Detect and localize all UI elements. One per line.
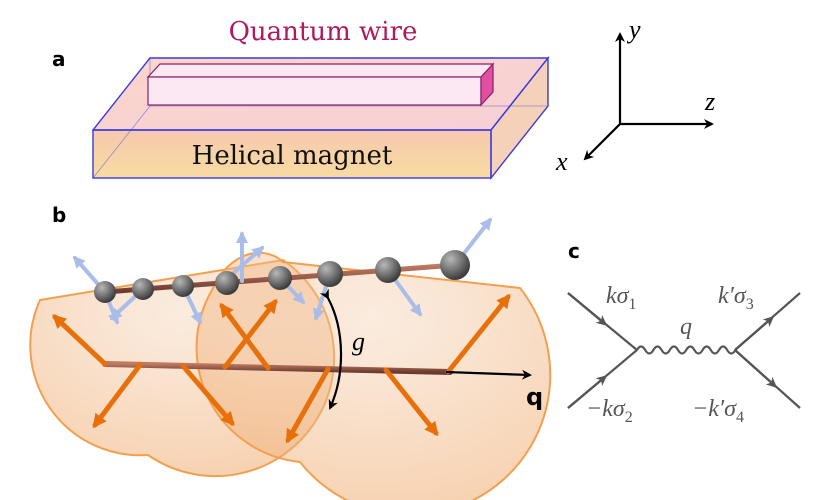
- wavevector-arrow: [445, 369, 532, 380]
- magnet-spin-arrow: [52, 314, 108, 367]
- svg-text:−k′σ4: −k′σ4: [692, 396, 744, 426]
- label-in-top-sub: 1: [629, 296, 637, 313]
- panel-a: a Quantum wire Helical magnet y z: [52, 15, 715, 181]
- label-in-top: kσ: [606, 283, 630, 309]
- helix-disc-right: [195, 251, 552, 500]
- label-out-top-sub: 3: [746, 296, 754, 313]
- fermion-arrow-out-top: [734, 316, 775, 351]
- atom: [172, 275, 194, 297]
- feynman-diagram: [567, 292, 801, 409]
- atom: [375, 257, 401, 283]
- x-axis-label: x: [555, 147, 568, 176]
- fermion-arrow-in-top: [567, 292, 608, 326]
- magnet-spins: [52, 293, 511, 444]
- atom: [317, 261, 343, 287]
- feynman-labels: kσ1 −kσ2 k′σ3 −k′σ4 q: [586, 283, 754, 426]
- coordinate-axes: y z x: [555, 15, 715, 176]
- x-axis-arrow: [583, 123, 621, 161]
- magnet-spin-arrow: [92, 362, 143, 429]
- wavevector-label: q: [526, 383, 543, 411]
- quantum-wire-bar: [146, 62, 495, 107]
- panel-c: c kσ1 −kσ2 k′σ3 −k′σ4 q: [567, 239, 801, 426]
- coupling-double-arrow: [319, 288, 343, 410]
- label-boson: q: [680, 314, 692, 340]
- electron-atoms: [94, 250, 470, 303]
- atom: [94, 281, 116, 303]
- magnet-spin-arrow: [445, 293, 511, 375]
- label-in-bottom-sub: 2: [625, 409, 633, 426]
- panel-b: b: [29, 203, 552, 500]
- panel-b-label: b: [52, 203, 66, 227]
- fermion-arrow-in-bottom: [567, 375, 608, 409]
- magnet-spin-arrow: [222, 298, 278, 370]
- svg-text:k′σ3: k′σ3: [718, 283, 754, 313]
- magnet-spin-arrow: [219, 302, 271, 371]
- label-in-bottom: −kσ: [586, 396, 626, 422]
- label-out-bottom: −k′σ: [692, 396, 737, 422]
- y-axis-label: y: [626, 15, 641, 44]
- atom: [132, 278, 154, 300]
- coupling-label: g: [352, 327, 365, 356]
- svg-text:−kσ2: −kσ2: [586, 396, 633, 426]
- label-out-bottom-sub: 4: [736, 409, 744, 426]
- label-out-top: k′σ: [718, 283, 747, 309]
- svg-text:kσ1: kσ1: [606, 283, 637, 313]
- magnet-spin-arrow: [383, 367, 439, 437]
- helical-magnet-label: Helical magnet: [192, 141, 393, 171]
- panel-c-label: c: [568, 239, 580, 263]
- boson-wavy-line: [636, 345, 737, 355]
- atom: [440, 250, 470, 280]
- magnet-chain-rod: [102, 361, 453, 375]
- magnet-spin-arrow: [180, 363, 235, 427]
- atom: [268, 266, 292, 290]
- z-axis-label: z: [704, 87, 715, 116]
- quantum-wire-title: Quantum wire: [229, 17, 418, 47]
- panel-a-label: a: [52, 47, 66, 71]
- fermion-arrow-out-bottom: [734, 349, 778, 389]
- atom: [215, 271, 239, 295]
